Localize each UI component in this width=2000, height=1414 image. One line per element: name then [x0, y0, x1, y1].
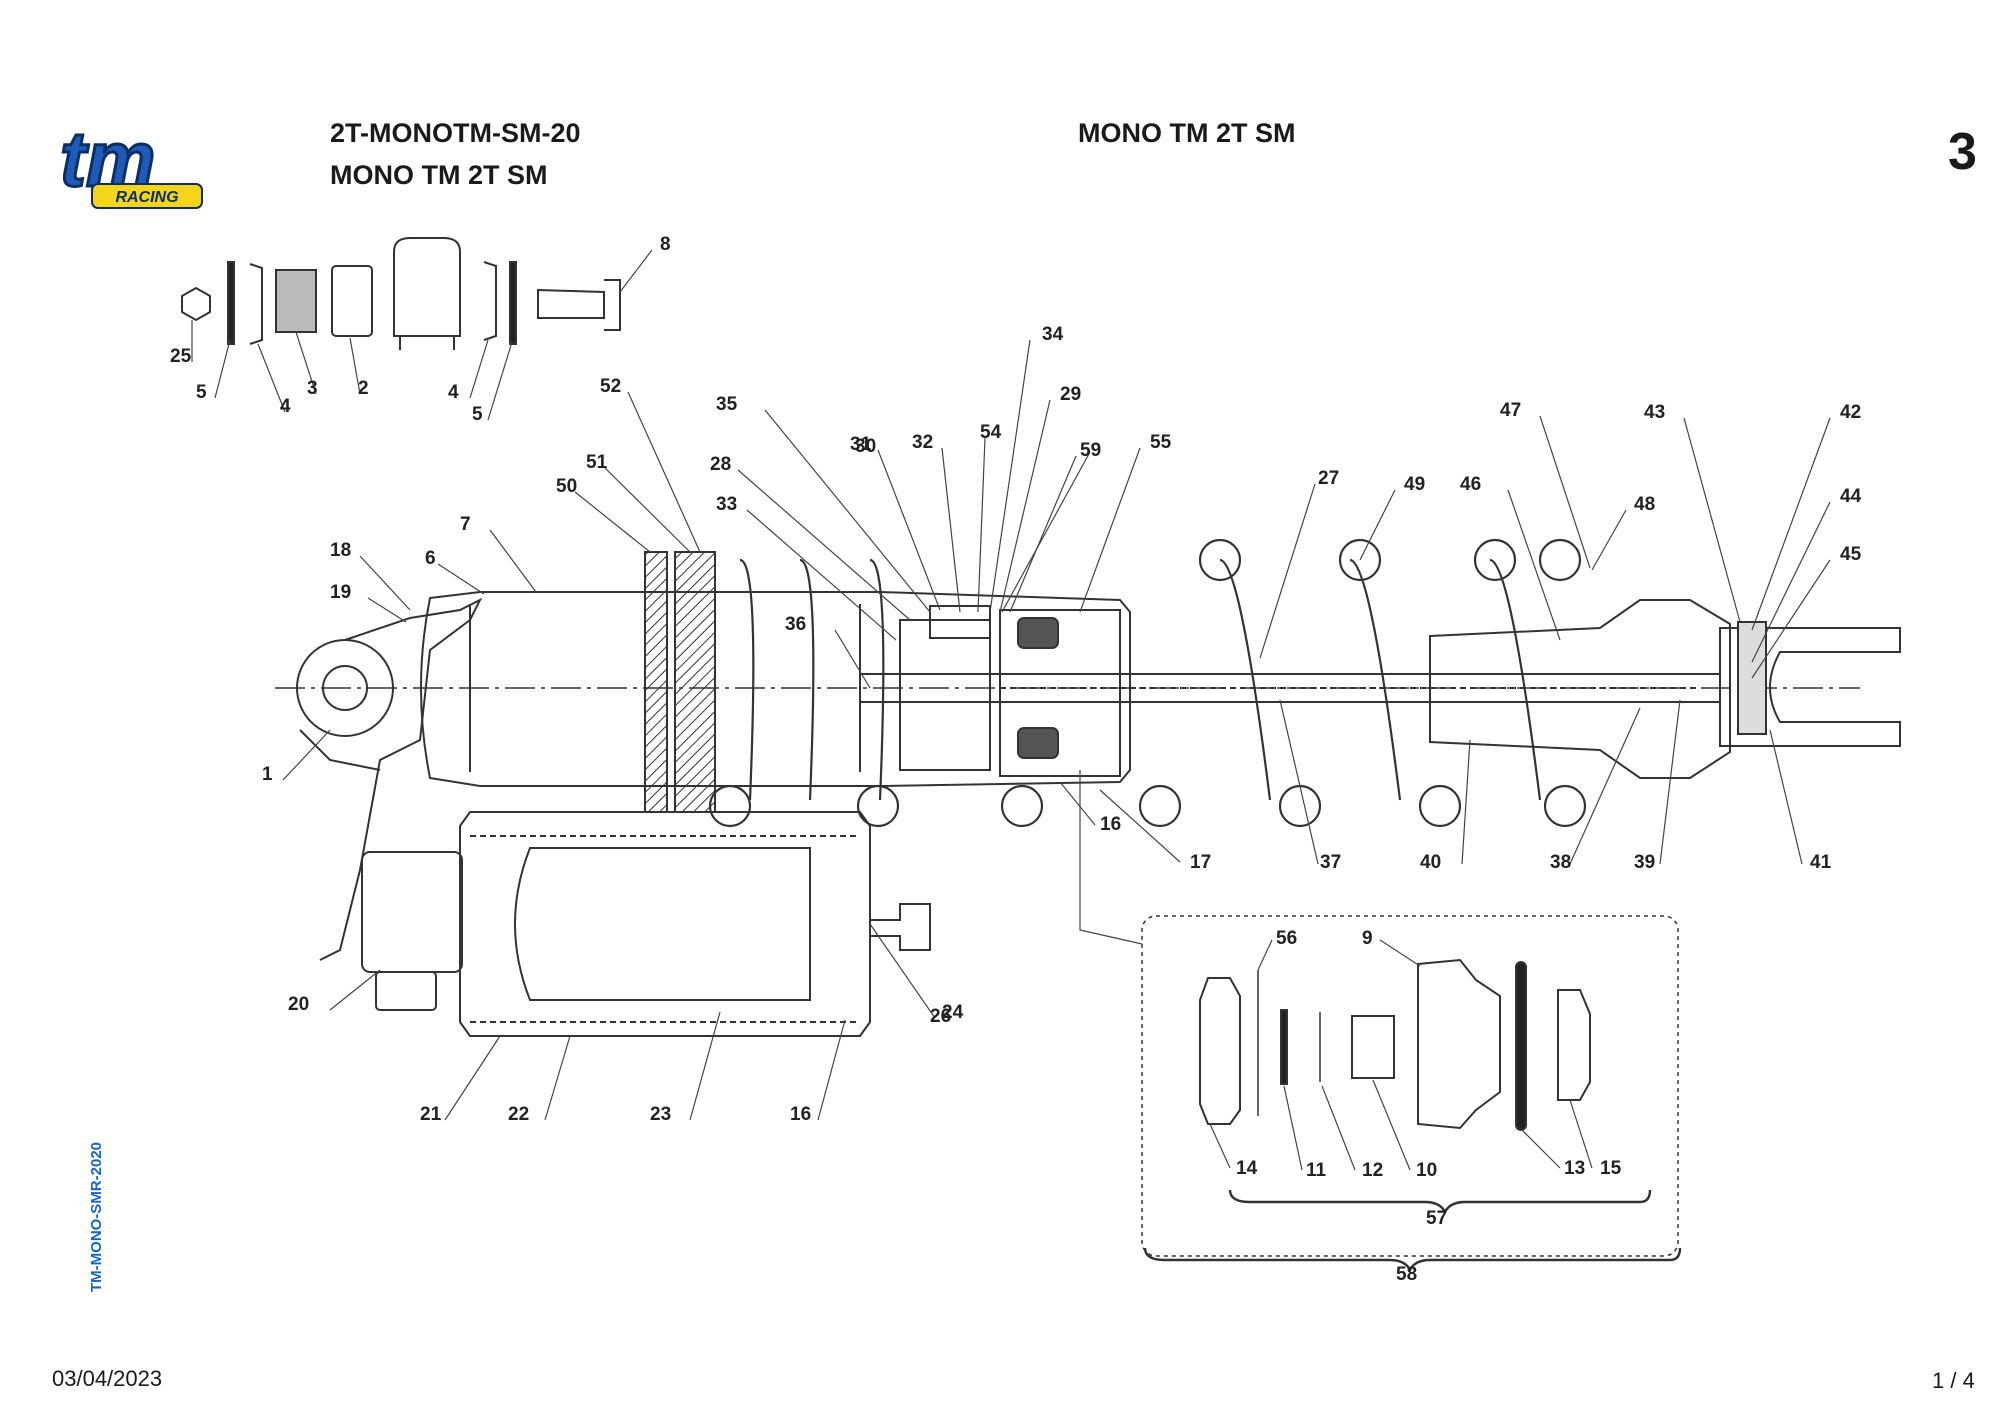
callout-39: 39: [1634, 852, 1655, 873]
detail-box: [1141, 915, 1679, 1257]
callout-47: 47: [1500, 400, 1521, 421]
callout-40: 40: [1420, 852, 1441, 873]
callout-4: 4: [448, 382, 459, 403]
rod-end-clevis: [1719, 627, 1901, 747]
callout-48: 48: [1634, 494, 1655, 515]
callout-32: 32: [912, 432, 933, 453]
part-8-bolt: [537, 279, 621, 331]
callout-4: 4: [280, 396, 291, 417]
callout-49: 49: [1404, 474, 1425, 495]
callout-33: 33: [716, 494, 737, 515]
callout-56: 56: [1276, 928, 1297, 949]
callout-44: 44: [1840, 486, 1862, 507]
callout-5: 5: [472, 404, 483, 425]
brace-58: [1143, 1247, 1682, 1273]
detail-parts: [1199, 958, 1591, 1131]
callout-25: 25: [170, 346, 192, 367]
part-25-nut: [181, 286, 211, 322]
part-5-oring-right: [509, 261, 517, 345]
reservoir: [459, 811, 931, 1037]
top-mount-eye: [296, 597, 483, 961]
callout-27: 27: [1318, 468, 1339, 489]
part-3-bush: [275, 269, 317, 333]
callout-5: 5: [196, 382, 207, 403]
part-4-seal-right: [483, 261, 497, 341]
callout-18: 18: [330, 540, 351, 561]
callout-13: 13: [1564, 1158, 1585, 1179]
callout-14: 14: [1236, 1158, 1258, 1179]
callout-20: 20: [288, 994, 309, 1015]
callout-45: 45: [1840, 544, 1862, 565]
svg-text:RACING: RACING: [115, 189, 178, 206]
seal-head: [999, 609, 1121, 777]
bump-stop: [1429, 599, 1731, 779]
adjuster-knob: [361, 851, 463, 973]
drawing-code: 2T-MONOTM-SM-20: [330, 118, 581, 148]
callout-8: 8: [660, 234, 671, 255]
part-5-oring: [227, 261, 235, 345]
drawing-subtitle: MONO TM 2T SM: [330, 160, 548, 190]
callout-37: 37: [1320, 852, 1341, 873]
part-4-seal: [249, 263, 263, 345]
callout-58: 58: [1396, 1264, 1417, 1285]
callout-28: 28: [710, 454, 731, 475]
svg-text:tm: tm: [60, 126, 155, 203]
callout-54: 54: [980, 422, 1002, 443]
callout-50: 50: [556, 476, 577, 497]
leader-lines: [191, 249, 1831, 1171]
callout-26: 26: [930, 1006, 951, 1027]
callout-57: 57: [1426, 1208, 1447, 1229]
callout-55: 55: [1150, 432, 1172, 453]
callout-3: 3: [307, 378, 318, 399]
callout-42: 42: [1840, 402, 1861, 423]
footer-date: 03/04/2023: [52, 1366, 163, 1391]
callout-41: 41: [1810, 852, 1832, 873]
callout-15: 15: [1600, 1158, 1622, 1179]
callout-11: 11: [1306, 1160, 1327, 1181]
callout-12: 12: [1362, 1160, 1383, 1181]
callout-34: 34: [1042, 324, 1064, 345]
preload-ring-right: [674, 551, 716, 813]
callout-59: 59: [1080, 440, 1101, 461]
brace-57: [1228, 1189, 1652, 1215]
callout-17: 17: [1190, 852, 1211, 873]
drawing-title: MONO TM 2T SM: [1078, 118, 1296, 148]
callout-23: 23: [650, 1104, 671, 1125]
callout-10: 10: [1416, 1160, 1437, 1181]
preload-ring-left: [644, 551, 668, 813]
callout-1: 1: [262, 764, 273, 785]
callout-6: 6: [425, 548, 436, 569]
callout-16: 16: [790, 1104, 811, 1125]
callout-46: 46: [1460, 474, 1481, 495]
callout-35: 35: [716, 394, 738, 415]
callout-16: 16: [1100, 814, 1121, 835]
callout-31: 31: [850, 434, 872, 455]
footer-page: 1 / 4: [1932, 1368, 1975, 1393]
part-cap: [393, 237, 461, 337]
callout-19: 19: [330, 582, 351, 603]
callout-22: 22: [508, 1104, 529, 1125]
tm-racing-logo: tm RACING: [59, 126, 203, 209]
spring-coils: [708, 538, 1587, 828]
part-2-spacer: [331, 265, 373, 337]
callout-43: 43: [1644, 402, 1665, 423]
piston-stack: [899, 619, 991, 771]
callout-2: 2: [358, 378, 369, 399]
page-number: 3: [1948, 123, 1977, 181]
callout-30: 30: [855, 436, 876, 457]
callout-7: 7: [460, 514, 471, 535]
callout-38: 38: [1550, 852, 1571, 873]
callout-9: 9: [1362, 928, 1373, 949]
bushing-parts-group: [181, 237, 621, 350]
callout-24: 24: [942, 1002, 964, 1023]
callout-29: 29: [1060, 384, 1081, 405]
callout-36: 36: [785, 614, 806, 635]
callout-52: 52: [600, 376, 621, 397]
callout-21: 21: [420, 1104, 442, 1125]
callout-51: 51: [586, 452, 608, 473]
